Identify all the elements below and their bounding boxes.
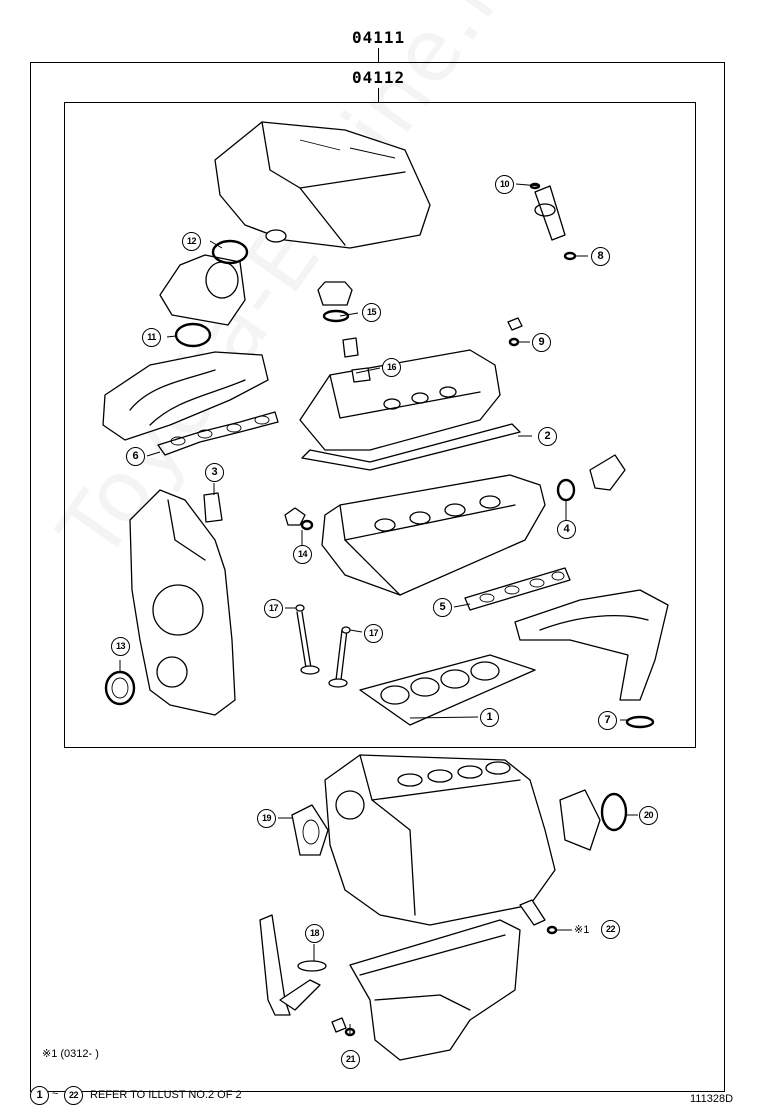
plug-9-drawing — [507, 317, 523, 347]
callout-17-exhaust-valve[interactable]: 17 — [364, 624, 383, 643]
valves-drawing — [295, 604, 351, 688]
callout-22[interactable]: 22 — [601, 920, 620, 939]
exhaust-manifold-gasket-drawing — [464, 567, 571, 611]
exhaust-manifold-drawing — [514, 589, 669, 729]
cylinder-head-cover-drawing — [299, 349, 521, 471]
callout-15[interactable]: 15 — [362, 303, 381, 322]
assembly-part-number-outer[interactable]: 04111 — [352, 28, 406, 47]
callout-13[interactable]: 13 — [111, 637, 130, 656]
thermostat-housing-drawing — [284, 507, 314, 531]
cylinder-block-drawing — [324, 754, 556, 926]
fuel-injector-drawing — [529, 182, 577, 261]
gasket-19-drawing — [291, 804, 329, 856]
inner-part-number-leader — [378, 88, 379, 102]
callout-1[interactable]: 1 — [480, 708, 499, 727]
callout-10[interactable]: 10 — [495, 175, 514, 194]
drain-plug-drawing — [331, 1017, 356, 1037]
callout-12[interactable]: 12 — [182, 232, 201, 251]
callout-20[interactable]: 20 — [639, 806, 658, 825]
callout-21[interactable]: 21 — [341, 1050, 360, 1069]
outer-kit-frame — [30, 62, 725, 1092]
callout-3[interactable]: 3 — [205, 463, 224, 482]
illustration-id: 111328D — [690, 1093, 734, 1105]
callout-leader-lines — [119, 183, 638, 1036]
callout-14[interactable]: 14 — [293, 545, 312, 564]
callout-19[interactable]: 19 — [257, 809, 276, 828]
oil-pan-drawing — [349, 919, 521, 1061]
callout-8[interactable]: 8 — [591, 247, 610, 266]
footer-refer-text: REFER TO ILLUST NO.2 OF 2 — [90, 1089, 242, 1101]
callout-6[interactable]: 6 — [126, 447, 145, 466]
footer-range-end[interactable]: 22 — [64, 1086, 83, 1105]
date-footnote: ※1 (0312- ) — [42, 1048, 99, 1060]
footer-range-separator: ~ — [52, 1088, 59, 1100]
callout-4[interactable]: 4 — [557, 520, 576, 539]
callout-18[interactable]: 18 — [305, 924, 324, 943]
gasket-3-drawing — [203, 492, 223, 523]
rear-oil-seal-retainer-drawing — [559, 789, 628, 851]
oil-seal-13-drawing — [104, 670, 136, 706]
intake-elbow-drawing — [159, 239, 249, 348]
oil-filler-cap-drawing — [317, 281, 353, 323]
oil-strainer-drawing — [259, 914, 327, 1016]
callout-11[interactable]: 11 — [142, 328, 161, 347]
footer-range-start[interactable]: 1 — [30, 1086, 49, 1105]
mark-22-note-ref: ※1 — [574, 924, 590, 936]
callout-5[interactable]: 5 — [433, 598, 452, 617]
timing-cover-drawing — [129, 489, 236, 716]
callout-17-intake-valve[interactable]: 17 — [264, 599, 283, 618]
callout-7[interactable]: 7 — [598, 711, 617, 730]
inner-kit-frame — [64, 102, 696, 748]
callout-2[interactable]: 2 — [538, 427, 557, 446]
intake-plenum-drawing — [214, 121, 431, 249]
cylinder-head-drawing — [321, 474, 546, 596]
callout-16[interactable]: 16 — [382, 358, 401, 377]
cylinder-head-gasket-drawing — [359, 654, 536, 726]
outer-part-number-leader — [378, 48, 379, 62]
left-manifold-drawing — [102, 351, 279, 456]
plug-22-drawing — [519, 899, 558, 935]
callout-9[interactable]: 9 — [532, 333, 551, 352]
assembly-part-number-inner[interactable]: 04112 — [352, 68, 406, 87]
camshaft-seal-drawing — [556, 454, 626, 502]
